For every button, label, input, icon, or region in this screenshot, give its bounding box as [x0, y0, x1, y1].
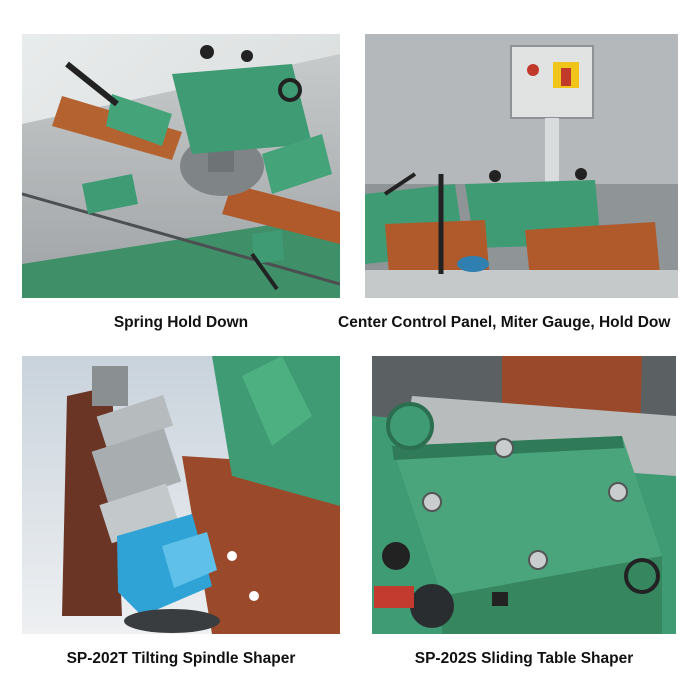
caption-sp-202s: SP-202S Sliding Table Shaper — [414, 650, 634, 667]
sliding-table-shaper-photo — [372, 356, 676, 634]
caption-center-control-panel: Center Control Panel, Miter Gauge, Hold … — [338, 314, 671, 331]
caption-sp-202t: SP-202T Tilting Spindle Shaper — [66, 650, 296, 667]
spring-hold-down-photo — [22, 34, 340, 298]
control-panel-photo — [365, 34, 678, 298]
caption-spring-hold-down: Spring Hold Down — [113, 314, 249, 331]
tilting-spindle-shaper-photo — [22, 356, 340, 634]
